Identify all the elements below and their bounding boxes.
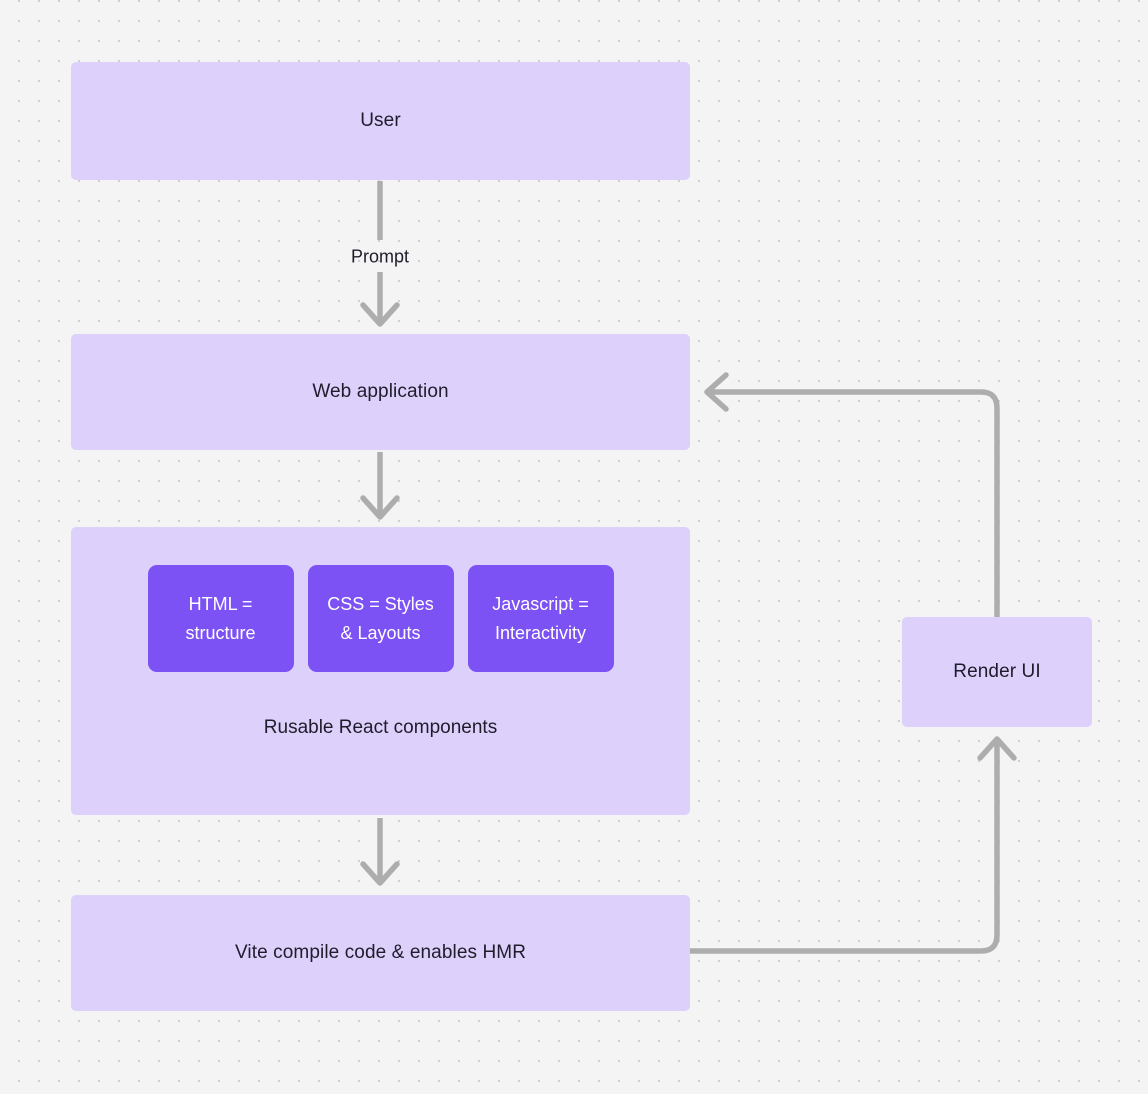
edge-render-to-webapp <box>710 389 1000 617</box>
chip-css[interactable]: CSS = Styles & Layouts <box>307 565 454 672</box>
edge-label-prompt: Prompt <box>350 246 410 267</box>
arrowhead-down-vite <box>360 861 400 886</box>
node-vite-label: Vite compile code & enables HMR <box>234 942 527 964</box>
chip-group: HTML = structure CSS = Styles & Layouts … <box>71 565 690 672</box>
chip-html-label: HTML = structure <box>185 593 256 643</box>
node-render-ui[interactable]: Render UI <box>902 617 1092 727</box>
node-react-components[interactable]: HTML = structure CSS = Styles & Layouts … <box>71 527 690 815</box>
arrowhead-down-components <box>360 495 400 520</box>
node-web-application[interactable]: Web application <box>71 334 690 450</box>
arrowhead-down-webapp <box>360 302 400 327</box>
chip-css-label: CSS = Styles & Layouts <box>327 593 434 643</box>
node-user-label: User <box>360 110 401 132</box>
node-react-components-caption: Rusable React components <box>263 717 498 738</box>
node-render-ui-label: Render UI <box>953 661 1041 683</box>
node-user[interactable]: User <box>71 62 690 180</box>
chip-javascript-label: Javascript = Interactivity <box>492 593 589 643</box>
chip-html[interactable]: HTML = structure <box>147 565 294 672</box>
arrowhead-left-webapp <box>704 372 729 412</box>
node-vite[interactable]: Vite compile code & enables HMR <box>71 895 690 1011</box>
edge-vite-to-render <box>690 742 1000 954</box>
chip-javascript[interactable]: Javascript = Interactivity <box>467 565 614 672</box>
arrowhead-up-render <box>977 736 1017 761</box>
node-web-application-label: Web application <box>312 381 449 403</box>
